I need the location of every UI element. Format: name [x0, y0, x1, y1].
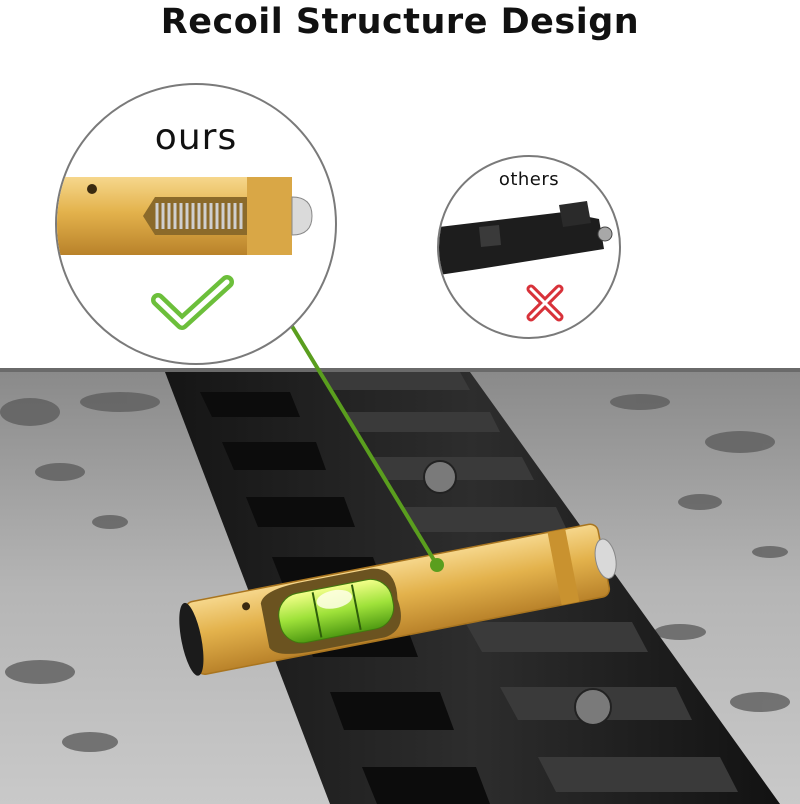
ours-recoil-closeup	[57, 177, 313, 255]
callout-others: others	[437, 155, 621, 339]
spring-icon	[155, 203, 243, 229]
product-scene	[0, 368, 800, 804]
others-label: others	[498, 169, 560, 190]
ours-label: ours	[154, 117, 238, 158]
ground-rocks	[0, 392, 790, 752]
others-rail-closeup	[439, 201, 613, 275]
page-title: Recoil Structure Design	[160, 2, 640, 42]
check-icon	[151, 275, 234, 330]
bubble-level	[179, 523, 617, 676]
scene-illustration	[0, 372, 800, 804]
callout-ours: ours	[55, 83, 337, 365]
cross-icon	[526, 284, 564, 322]
